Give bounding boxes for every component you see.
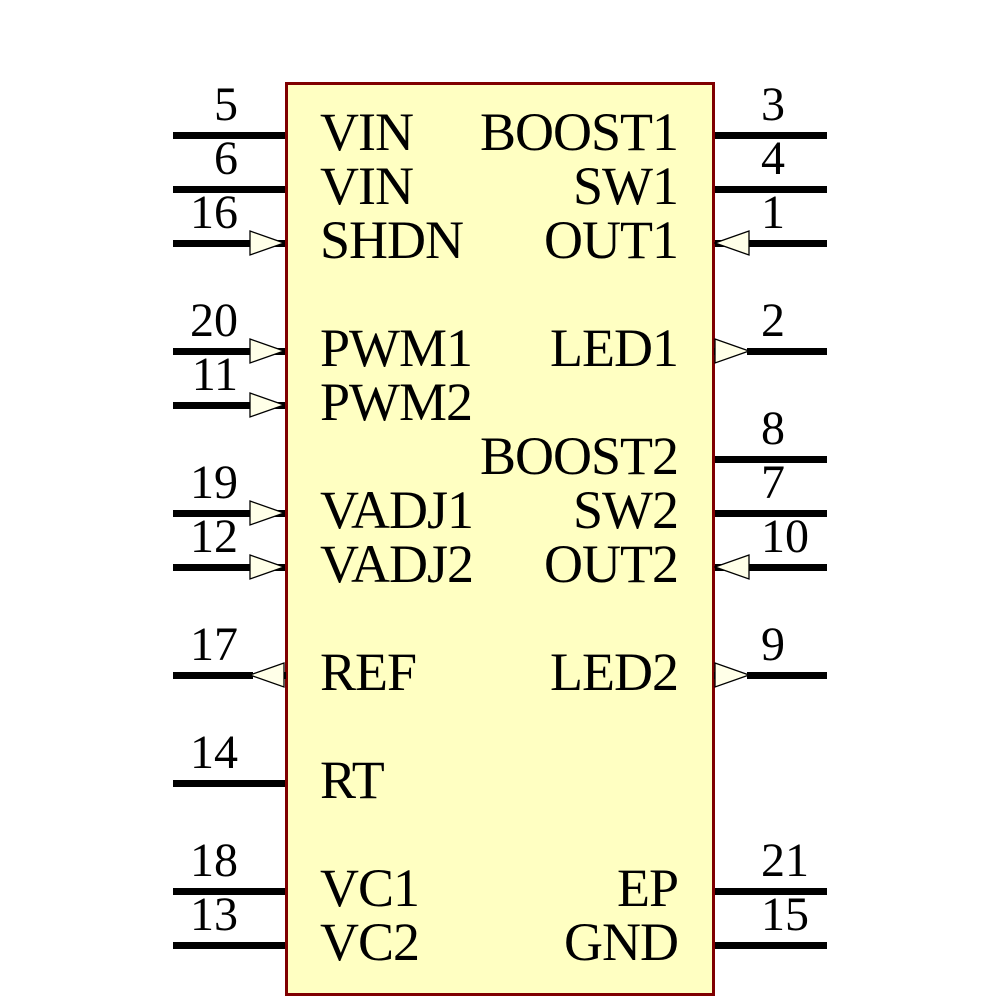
pin-label: RT <box>320 750 385 810</box>
input-arrow-icon <box>249 500 285 526</box>
pin-wire <box>173 564 285 571</box>
pin-number: 8 <box>761 402 785 455</box>
pin-wire <box>715 132 827 139</box>
input-arrow-icon <box>249 554 285 580</box>
pin-label: LED1 <box>550 318 679 378</box>
pin-wire <box>715 456 827 463</box>
pin-wire <box>173 240 285 247</box>
pin-wire <box>173 186 285 193</box>
pin-number: 3 <box>761 78 785 131</box>
pin-label: VIN <box>320 102 414 162</box>
pin-label: VIN <box>320 156 414 216</box>
pin-number: 7 <box>761 456 785 509</box>
pin-number: 9 <box>761 618 785 671</box>
pin-label: REF <box>320 642 417 702</box>
pin-number: 2 <box>761 294 785 347</box>
pin-label: SW1 <box>573 156 679 216</box>
pin-number: 14 <box>190 726 238 779</box>
pin-wire <box>747 672 827 679</box>
pin-wire <box>715 510 827 517</box>
pin-wire <box>715 240 827 247</box>
input-arrow-icon <box>249 230 285 256</box>
pin-wire <box>173 780 285 787</box>
pin-wire <box>715 888 827 895</box>
output-arrow-icon <box>714 662 750 688</box>
pin-wire <box>173 510 285 517</box>
pin-number: 4 <box>761 132 785 185</box>
input-arrow-icon <box>249 338 285 364</box>
pin-number: 11 <box>191 348 238 401</box>
output-arrow-icon <box>714 338 750 364</box>
pin-number: 17 <box>190 618 238 671</box>
pin-wire <box>173 132 285 139</box>
pin-wire <box>173 888 285 895</box>
pin-number: 12 <box>190 510 238 563</box>
pin-wire <box>173 402 285 409</box>
input-arrow-icon <box>714 230 750 256</box>
pin-label: BOOST1 <box>479 102 679 162</box>
pin-label: VC2 <box>320 912 420 972</box>
pin-wire <box>173 348 285 355</box>
pin-label: SW2 <box>573 480 679 540</box>
pin-wire <box>715 564 827 571</box>
pin-wire <box>173 942 285 949</box>
pin-label: VADJ2 <box>320 534 474 594</box>
pin-wire <box>747 348 827 355</box>
pin-number: 21 <box>761 834 809 887</box>
input-arrow-icon <box>249 392 285 418</box>
pin-wire <box>173 672 253 679</box>
pin-label: VC1 <box>320 858 420 918</box>
pin-number: 1 <box>761 186 785 239</box>
pin-number: 15 <box>761 888 809 941</box>
pin-label: OUT2 <box>544 534 679 594</box>
pin-number: 16 <box>190 186 238 239</box>
pin-label: SHDN <box>320 210 464 270</box>
input-arrow-icon <box>714 554 750 580</box>
pin-number: 5 <box>214 78 238 131</box>
pin-wire <box>715 942 827 949</box>
pin-number: 10 <box>761 510 809 563</box>
pin-label: EP <box>616 858 679 918</box>
pin-number: 13 <box>190 888 238 941</box>
pin-label: BOOST2 <box>479 426 679 486</box>
pin-number: 18 <box>190 834 238 887</box>
pin-number: 20 <box>190 294 238 347</box>
pin-label: PWM2 <box>320 372 473 432</box>
ic-body <box>285 82 715 996</box>
pin-label: OUT1 <box>544 210 679 270</box>
pin-number: 19 <box>190 456 238 509</box>
output-arrow-icon <box>249 662 285 688</box>
pin-label: VADJ1 <box>320 480 474 540</box>
pin-wire <box>715 186 827 193</box>
pin-label: GND <box>564 912 679 972</box>
pin-number: 6 <box>214 132 238 185</box>
pin-label: PWM1 <box>320 318 473 378</box>
pin-label: LED2 <box>550 642 679 702</box>
